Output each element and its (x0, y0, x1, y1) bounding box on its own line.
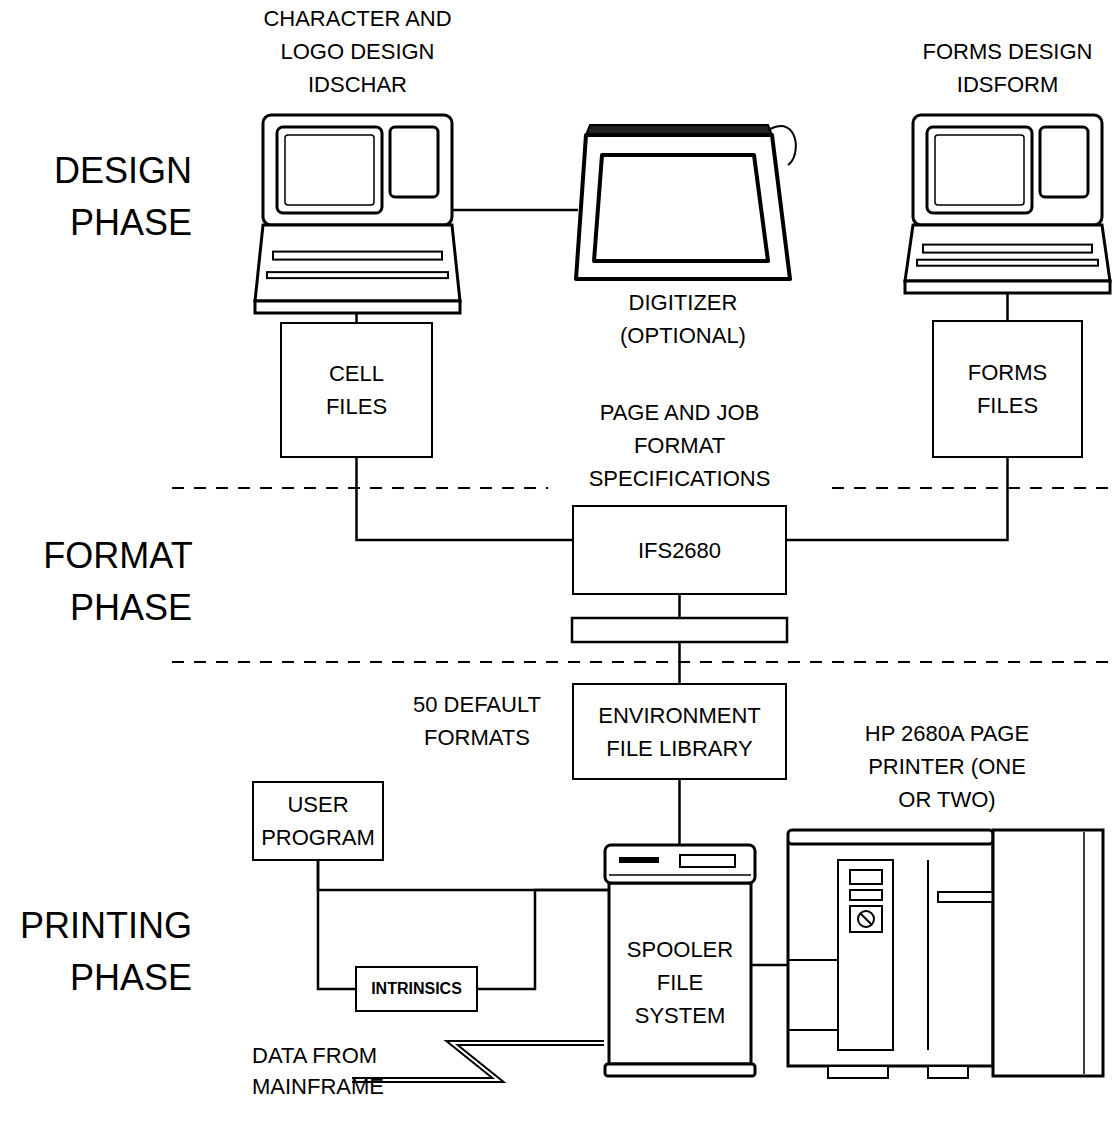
printer-body (788, 842, 993, 1066)
terminal-front (255, 301, 460, 313)
connector-line (1006, 293, 1009, 320)
keyboard-row (267, 272, 448, 278)
terminal-icon-drawing (905, 115, 1110, 295)
connector-line (357, 458, 573, 540)
spooler-computer: SPOOLER FILE SYSTEM (605, 845, 755, 1078)
terminal-front (905, 281, 1110, 293)
terminal-base (255, 225, 460, 301)
data-source-label: DATA FROM MAINFRAME (252, 1040, 384, 1102)
file-box: CELL FILES (280, 322, 433, 458)
phase-divider (832, 487, 1116, 489)
node-text: DIGITIZER (OPTIONAL) (583, 286, 783, 352)
terminal-screen (277, 127, 382, 213)
digitizer-icon: DIGITIZER (OPTIONAL) (572, 125, 794, 283)
terminal-base (905, 225, 1110, 281)
connector-line (452, 209, 578, 212)
printer-seam (927, 860, 929, 1050)
node-text: FORMS FILES (968, 356, 1047, 422)
cabinet-seam (1083, 832, 1085, 1074)
phase-label: DESIGN PHASE (54, 145, 192, 249)
connector-line (678, 780, 681, 845)
node-text: USER PROGRAM (261, 788, 375, 854)
drive-unit (605, 845, 755, 883)
node-text: SPOOLER FILE SYSTEM (627, 933, 733, 1032)
printer-icon-drawing (788, 830, 1106, 1080)
phase-label: PRINTING PHASE (20, 900, 192, 1004)
control-panel (850, 890, 882, 900)
data-link-inner (352, 1043, 604, 1080)
program-box: USER PROGRAM (252, 781, 384, 861)
file-box: FORMS FILES (932, 320, 1083, 458)
digitizer-icon-drawing (572, 125, 794, 283)
tablet-cord (770, 126, 796, 165)
keyboard-row (273, 252, 442, 260)
output-tray (938, 892, 996, 902)
terminal-icon-drawing (255, 115, 460, 315)
terminal-screen (927, 127, 1032, 213)
intrinsics-box: INTRINSICS (355, 966, 478, 1012)
keyboard-row (917, 260, 1098, 266)
control-knob (858, 911, 874, 927)
printer-icon: HP 2680A PAGE PRINTER (ONE OR TWO) (788, 830, 1106, 1080)
terminal-screen-inner (285, 135, 374, 205)
node-heading: CHARACTER AND LOGO DESIGN IDSCHAR (250, 2, 465, 101)
control-panel (850, 870, 882, 884)
terminal-screen-inner (935, 135, 1024, 205)
default-formats-note: 50 DEFAULT FORMATS (397, 688, 557, 754)
cabinet-body (609, 883, 751, 1064)
connector-line (318, 861, 355, 989)
drive-seam (609, 874, 751, 876)
terminal-icon: FORMS DESIGN IDSFORM (905, 115, 1110, 295)
terminal-side-panel (390, 127, 438, 197)
node-text: INTRINSICS (371, 979, 462, 999)
data-link-outline (352, 1043, 604, 1080)
terminal-lid (263, 115, 452, 225)
connector-line (478, 890, 609, 989)
printer-cabinet (993, 830, 1103, 1076)
connector-line (318, 861, 609, 890)
node-heading: HP 2680A PAGE PRINTER (ONE OR TWO) (864, 717, 1030, 816)
drive-slot (619, 857, 659, 863)
node-heading: FORMS DESIGN IDSFORM (908, 35, 1108, 101)
drive-slot (680, 855, 735, 867)
phase-divider (172, 661, 1116, 663)
connector-line (787, 458, 1008, 540)
node-text: CELL FILES (326, 357, 387, 423)
control-knob (860, 913, 872, 925)
node-text: IFS2680 (638, 534, 721, 567)
paper-drawer (788, 960, 838, 1030)
library-box: ENVIRONMENT FILE LIBRARY (572, 683, 787, 780)
tablet-surface (594, 155, 768, 261)
process-box: PAGE AND JOB FORMAT SPECIFICATIONSIFS268… (572, 505, 787, 595)
control-panel (850, 906, 882, 932)
node-heading: PAGE AND JOB FORMAT SPECIFICATIONS (570, 396, 790, 495)
printer-column (838, 860, 893, 1050)
terminal-side-panel (1040, 127, 1088, 197)
printer-foot (828, 1066, 888, 1078)
printer-lid (788, 830, 993, 844)
empty-box (572, 618, 787, 642)
cabinet-base (605, 1064, 755, 1076)
printer-foot (928, 1066, 968, 1078)
connector-line (751, 964, 788, 967)
phase-label: FORMAT PHASE (43, 530, 192, 634)
terminal-lid (913, 115, 1102, 225)
tablet-body (576, 135, 790, 279)
node-text: ENVIRONMENT FILE LIBRARY (582, 699, 777, 765)
phase-divider (172, 487, 548, 489)
terminal-icon: CHARACTER AND LOGO DESIGN IDSCHAR (255, 115, 460, 315)
keyboard-row (923, 245, 1092, 253)
